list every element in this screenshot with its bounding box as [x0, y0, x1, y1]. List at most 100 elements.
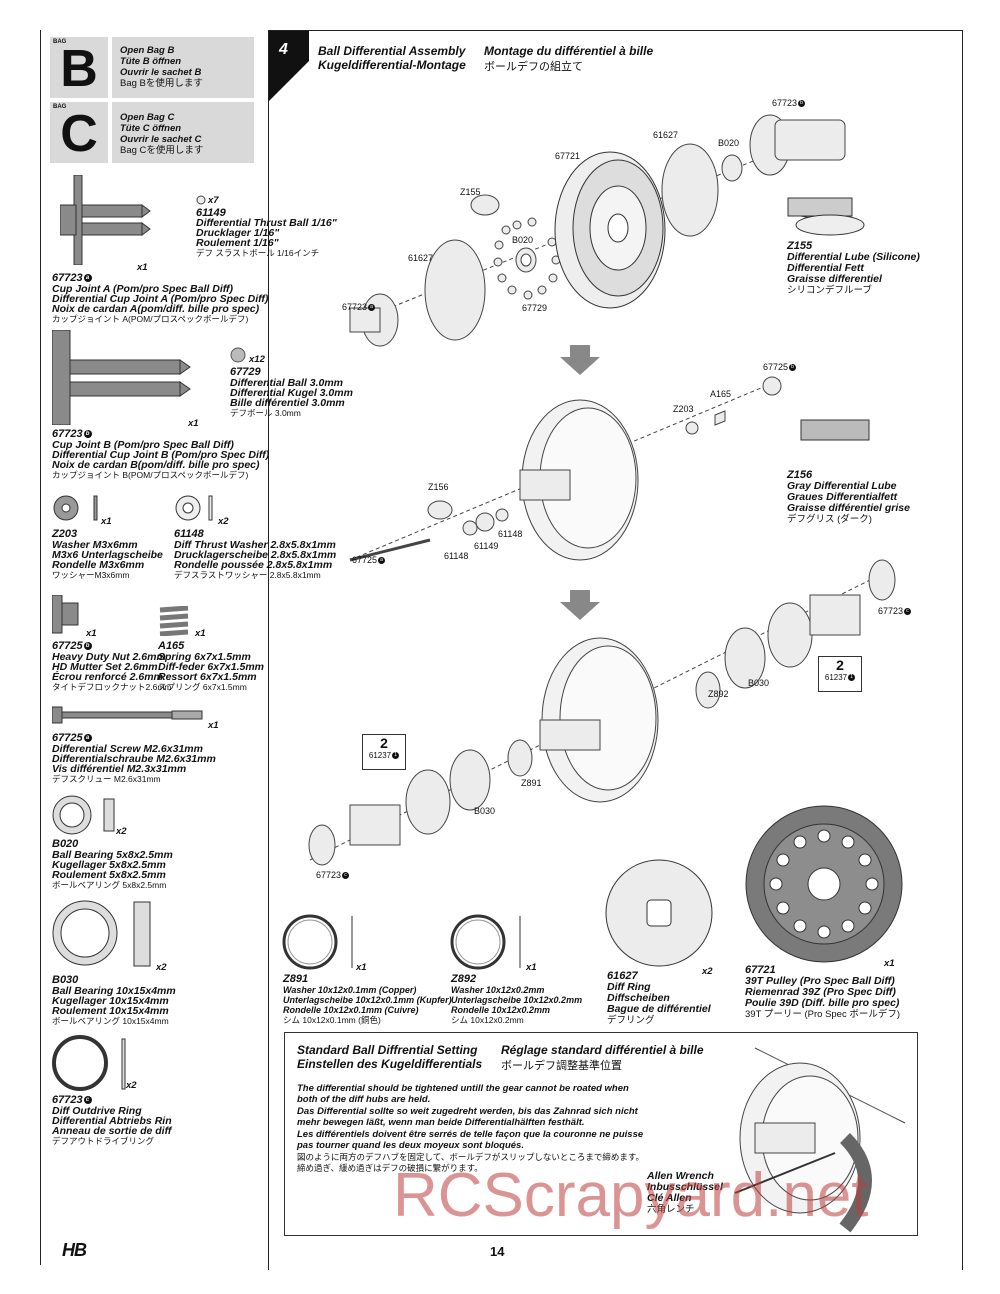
- lbl-z155: Z155: [460, 187, 481, 197]
- setting-body-4: Les différentiels doivent être serrés de…: [297, 1129, 644, 1140]
- partnum-z891: Z891: [283, 973, 309, 985]
- name-b020-fr: Roulement 5x8x2.5mm: [52, 869, 166, 881]
- setting-title-de: Einstellen des Kugeldifferentials: [297, 1057, 483, 1071]
- callout-right-num: 2: [836, 657, 844, 673]
- name-67723c-en: Diff Outdrive Ring: [52, 1105, 142, 1117]
- partnum-67723a-num: 67723: [52, 272, 83, 284]
- setting-body-3: mehr bewegen läßt, wenn man beide Differ…: [297, 1117, 585, 1128]
- name-67723c-jp: デフアウトドライブリング: [52, 1136, 155, 1146]
- name-z203-jp: ワッシャーM3x6mm: [52, 570, 130, 580]
- name-67723a-fr: Noix de cardan A(pom/diff. bille pro spe…: [52, 303, 260, 315]
- name-67725a-de: Differentialschraube M2.6x31mm: [52, 753, 216, 765]
- lbl-67721: 67721: [555, 151, 581, 161]
- qty-67725a: x1: [208, 720, 219, 731]
- assembly-2: [349, 376, 870, 562]
- bag-c-line-jp: Bag Cを使用します: [120, 145, 204, 156]
- cup-joint-b-drawing: [749, 114, 846, 176]
- partnum-b030: B030: [52, 974, 79, 986]
- name-67729-jp: デフボール 3.0mm: [230, 408, 301, 418]
- partnum-67723b-suffix: b: [83, 430, 92, 439]
- bag-c-letter: C: [60, 105, 98, 163]
- name-z155-en: Differential Lube (Silicone): [787, 251, 920, 263]
- bag-b-box: BAG B: [50, 37, 108, 98]
- callout-right-label-suffix: 1: [848, 674, 856, 682]
- bag-b-line-de: Tüte B öffnen: [120, 56, 182, 67]
- step-title-fr: Montage du différentiel à bille: [484, 44, 654, 58]
- qty-a165: x1: [195, 628, 206, 639]
- name-67729-en: Differential Ball 3.0mm: [230, 377, 344, 389]
- bag-c-line-en: Open Bag C: [120, 112, 175, 123]
- name-a165-jp: スプリング 6x7x1.5mm: [158, 682, 247, 692]
- partnum-b020: B020: [52, 838, 79, 850]
- name-67723a-jp: カップジョイント A(POM/プロスペックボールデフ): [52, 314, 249, 324]
- partnum-z892: Z892: [451, 973, 477, 985]
- partnum-67725a-suffix: a: [83, 734, 92, 743]
- setting-box: Standard Ball Diffrential Setting Réglag…: [284, 1032, 918, 1236]
- lbl-w-suffix: c: [342, 872, 350, 880]
- pulley-67721-icon: [745, 805, 903, 963]
- qty-b020: x2: [116, 826, 127, 837]
- left-rule: [40, 30, 41, 1265]
- name-a165-fr: Ressort 6x7x1.5mm: [158, 671, 257, 683]
- qty-z892: x1: [526, 962, 537, 973]
- partnum-67723c-suffix: c: [83, 1096, 92, 1105]
- lbl-b030-right: B030: [748, 678, 770, 688]
- bag-c-box: BAG C: [50, 102, 108, 163]
- lbl-q-suffix: a: [378, 557, 386, 565]
- step-badge: 4: [269, 31, 309, 101]
- lbl-61148-right: 61148: [498, 529, 523, 539]
- callout-left-num: 2: [380, 735, 388, 751]
- name-61148-fr: Rondelle poussée 2.8x5.8x1mm: [174, 559, 333, 571]
- lbl-61627-left: 61627: [408, 253, 434, 263]
- lbl-a165: A165: [710, 389, 732, 399]
- name-67725b-fr: Écrou renforcé 2.6mm: [52, 671, 163, 683]
- name-61148-jp: デフスラストワッシャー 2.8x5.8x1mm: [174, 570, 321, 580]
- name-61149-en: Differential Thrust Ball 1/16": [196, 217, 337, 229]
- setting-body-2: Das Differential sollte so weit zugedreh…: [297, 1106, 638, 1117]
- setting-title-en: Standard Ball Diffrential Setting: [297, 1043, 478, 1057]
- exploded-diagram: [308, 114, 896, 866]
- step-title-de: Kugeldifferential-Montage: [318, 58, 466, 72]
- thrust-washer-icon: [175, 495, 213, 521]
- diff-balls: [493, 217, 561, 300]
- bag-c-small: BAG: [53, 104, 67, 110]
- partnum-61149: 61149: [196, 207, 226, 219]
- qty-67723a: x1: [137, 262, 148, 273]
- partnum-z155: Z155: [787, 240, 813, 252]
- setting-body-7: 締め過ぎ、緩め過ぎはデフの破損に繋がります。: [297, 1163, 483, 1173]
- name-z156-jp: デフグリス (ダーク): [787, 514, 872, 525]
- partnum-67725b-num: 67725: [52, 640, 83, 652]
- name-b020-jp: ボールベアリング 5x8x2.5mm: [52, 880, 167, 890]
- step-title-en: Ball Differential Assembly: [318, 44, 466, 58]
- partnum-67725a-num: 67725: [52, 732, 83, 744]
- name-z156-fr: Graisse différentiel grise: [787, 502, 910, 514]
- bag-b-text: Open Bag B Tüte B öffnen Ouvrir le sache…: [112, 37, 254, 98]
- name-b030-de: Kugellager 10x15x4mm: [52, 995, 169, 1007]
- bag-c-line-de: Tüte C öffnen: [120, 123, 182, 134]
- lbl-z203: Z203: [673, 404, 694, 414]
- name-67725a-fr: Vis différentiel M2.3x31mm: [52, 763, 187, 775]
- name-67721-de: Riemenrad 39Z (Pro Spec Diff): [745, 986, 896, 998]
- qty-67723b: x1: [188, 418, 199, 429]
- name-67725a-jp: デフスクリュー M2.6x31mm: [52, 774, 161, 784]
- lbl-q-num: 67725: [352, 555, 378, 565]
- heavy-duty-nut-icon: [52, 595, 79, 634]
- name-61149-jp: デフ スラストボール 1/16インチ: [196, 248, 320, 258]
- name-b020-de: Kugellager 5x8x2.5mm: [52, 859, 166, 871]
- lbl-a-suffix: b: [798, 100, 806, 108]
- tool-fr: Clé Allen: [647, 1192, 692, 1204]
- qty-z891: x1: [356, 962, 367, 973]
- name-67721-jp: 39T プーリー (Pro Spec ボールデフ): [745, 1009, 901, 1020]
- diff-outdrive-ring-icon: [52, 1035, 126, 1091]
- name-61149-de: Drucklager 1/16": [196, 227, 280, 239]
- tool-jp: 六角レンチ: [647, 1204, 695, 1215]
- partnum-z156: Z156: [787, 469, 813, 481]
- top-rule: [268, 30, 963, 31]
- bag-b-line-en: Open Bag B: [120, 45, 175, 56]
- partnum-z203: Z203: [52, 528, 78, 540]
